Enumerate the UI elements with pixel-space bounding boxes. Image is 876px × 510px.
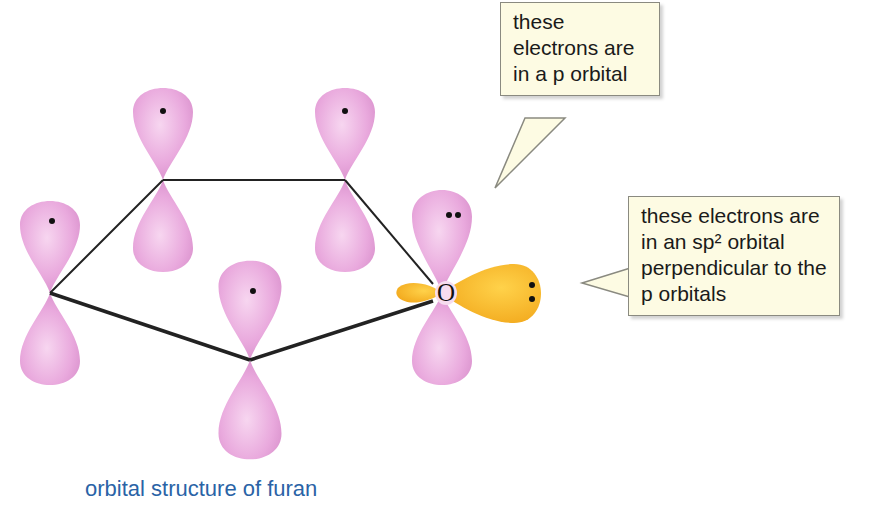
p-orbital (20, 88, 472, 459)
callout-text: these electrons are in a p orbital (513, 9, 649, 87)
ring-bonds (50, 180, 433, 360)
callout-box: these electrons are in a p orbital (500, 2, 660, 96)
electron-dots (49, 108, 535, 302)
callout-box: these electrons are in an sp² orbital pe… (628, 196, 840, 316)
callout-pointer (495, 118, 565, 188)
atom-symbol: O (435, 281, 457, 305)
figure-caption: orbital structure of furan (85, 476, 317, 502)
callout-text: these electrons are in an sp² orbital pe… (641, 203, 829, 307)
